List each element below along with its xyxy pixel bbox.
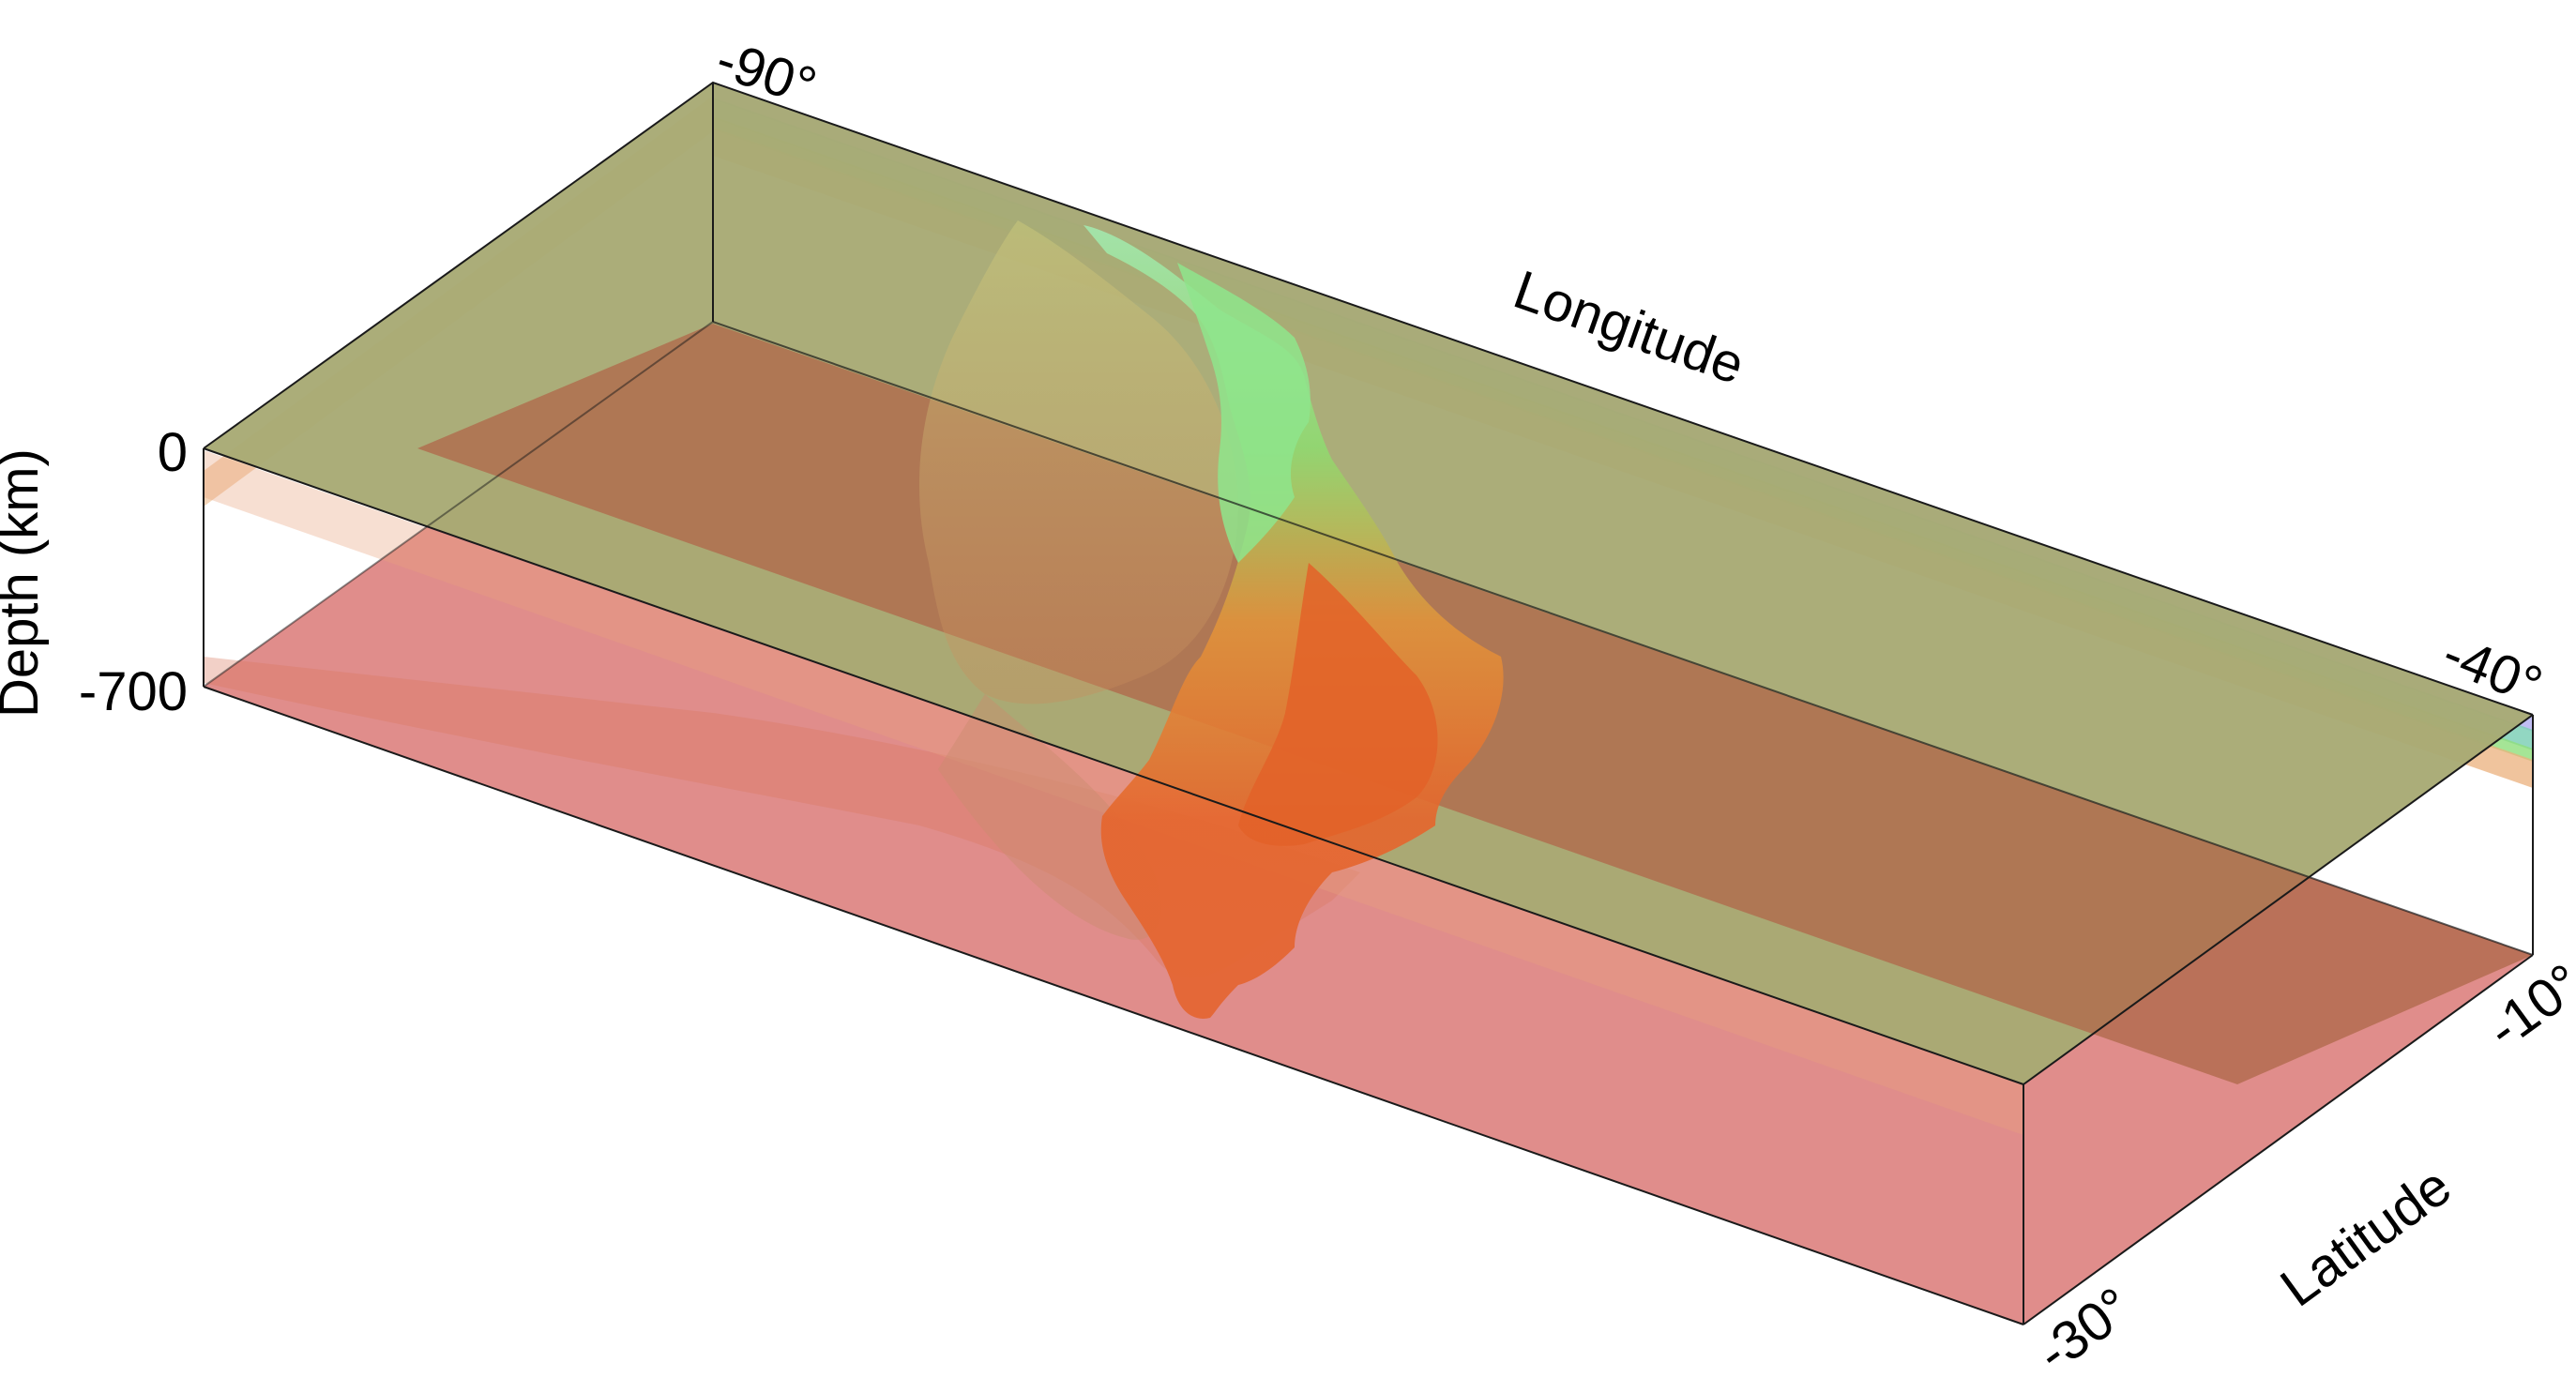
depth-axis-label: Depth (km) [0,448,50,718]
latitude-axis-label: Latitude [2269,1156,2462,1319]
depth-bottom-tick: -700 [79,661,188,722]
front-edge-bands [204,450,2023,1135]
subduction-plume [1083,225,1504,1019]
plume-green-lobe [1177,263,1311,563]
plume-deep-lobe [1238,563,1438,846]
box-outline [203,81,2534,1325]
ghost-slab-left [919,220,1238,704]
trench-depression [204,657,1360,978]
ghost-slab-front [938,694,1162,940]
depth-top-tick: 0 [158,422,188,483]
